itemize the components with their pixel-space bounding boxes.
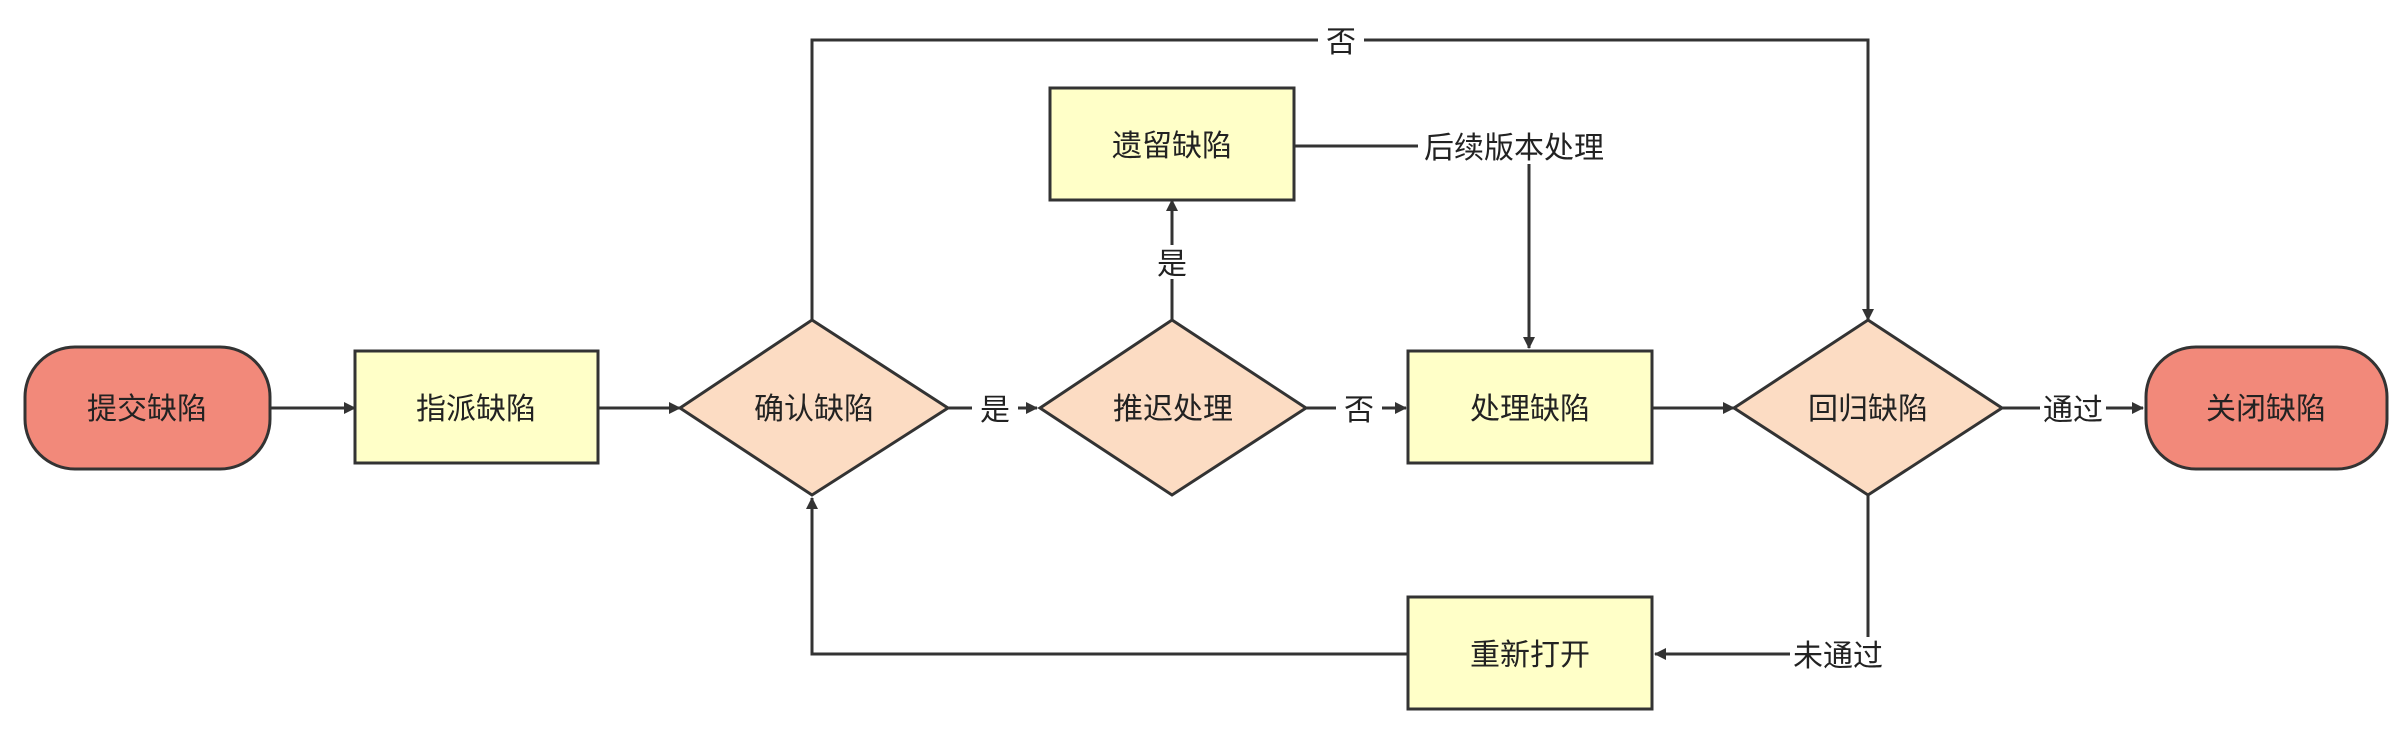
edge-labels: 否 是 是 否 后续版本处理 通过 未通过 [972,24,2106,674]
node-assign-label: 指派缺陷 [416,392,536,427]
node-regress: 回归缺陷 [1731,318,2005,497]
node-submit: 提交缺陷 [23,345,272,471]
label-legacy-to-handle: 后续版本处理 [1424,131,1604,166]
edge-reopen-to-confirm [806,497,1408,656]
label-confirm-to-regress-no: 否 [1326,25,1356,60]
label-defer-to-legacy-yes: 是 [1157,247,1187,282]
node-regress-label: 回归缺陷 [1808,392,1928,427]
node-confirm: 确认缺陷 [677,318,951,497]
node-handle: 处理缺陷 [1406,349,1654,465]
node-close: 关闭缺陷 [2144,345,2389,471]
node-submit-label: 提交缺陷 [87,392,207,427]
node-confirm-label: 确认缺陷 [754,392,874,427]
node-handle-label: 处理缺陷 [1470,392,1590,427]
edge-confirm-to-regress [810,38,1874,321]
node-close-label: 关闭缺陷 [2206,392,2326,427]
node-defer: 推迟处理 [1037,318,1309,497]
edge-legacy-to-handle [1294,144,1535,349]
node-reopen-label: 重新打开 [1470,638,1590,673]
node-legacy: 遗留缺陷 [1048,86,1296,202]
label-regress-to-reopen-fail: 未通过 [1793,639,1883,674]
label-defer-to-handle-no: 否 [1344,393,1374,428]
node-legacy-label: 遗留缺陷 [1112,129,1232,164]
label-regress-to-close-pass: 通过 [2043,393,2103,428]
label-confirm-to-defer-yes: 是 [980,393,1010,428]
node-reopen: 重新打开 [1406,595,1654,711]
node-assign: 指派缺陷 [353,349,600,465]
nodes: 提交缺陷 指派缺陷 确认缺陷 推迟处理 遗留缺陷 处理缺陷 [23,86,2389,711]
node-defer-label: 推迟处理 [1113,392,1233,427]
edge-regress-to-reopen [1654,495,1870,660]
